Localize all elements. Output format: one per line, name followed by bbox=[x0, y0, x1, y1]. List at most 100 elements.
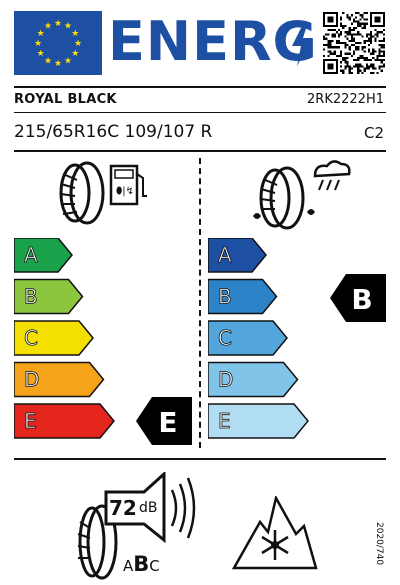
qr-module bbox=[344, 31, 347, 34]
qr-module bbox=[348, 29, 351, 32]
qr-module bbox=[344, 24, 347, 27]
qr-module bbox=[359, 63, 362, 66]
qr-module bbox=[359, 33, 362, 36]
qr-module bbox=[380, 44, 383, 47]
regulation-year: 2020/740 bbox=[372, 522, 386, 578]
qr-module bbox=[331, 52, 334, 55]
noise-class-a: A bbox=[123, 557, 134, 575]
wet-label-b: B bbox=[218, 285, 232, 309]
qr-module bbox=[329, 41, 332, 45]
flag-star: ★ bbox=[37, 49, 45, 59]
qr-module bbox=[335, 39, 338, 42]
qr-module bbox=[357, 63, 360, 66]
qr-module bbox=[372, 52, 375, 55]
qr-module bbox=[363, 22, 366, 25]
qr-module bbox=[350, 33, 353, 36]
flag-star: ★ bbox=[64, 22, 72, 32]
qr-module bbox=[323, 48, 326, 51]
qr-module bbox=[342, 59, 345, 62]
qr-module bbox=[357, 20, 360, 23]
qr-module bbox=[365, 12, 368, 15]
qr-module bbox=[380, 39, 383, 42]
qr-module bbox=[365, 33, 368, 36]
qr-module bbox=[363, 24, 366, 27]
qr-module bbox=[340, 33, 343, 36]
qr-module bbox=[357, 71, 360, 74]
flag-star: ★ bbox=[54, 19, 62, 29]
flag-star: ★ bbox=[64, 56, 72, 66]
qr-module bbox=[340, 24, 343, 27]
qr-module bbox=[344, 35, 347, 38]
qr-module bbox=[365, 63, 368, 66]
qr-module bbox=[350, 39, 353, 42]
qr-module bbox=[370, 31, 373, 34]
qr-module bbox=[344, 52, 347, 55]
flag-star: ★ bbox=[37, 29, 45, 39]
qr-module bbox=[355, 41, 358, 45]
qr-module bbox=[355, 33, 358, 36]
energy-title-text: ENERG bbox=[108, 10, 318, 73]
flag-star: ★ bbox=[71, 29, 79, 39]
qr-module bbox=[382, 33, 385, 36]
qr-module bbox=[329, 44, 332, 47]
qr-module bbox=[355, 16, 358, 19]
qr-module bbox=[346, 61, 349, 64]
brand-name: ROYAL BLACK bbox=[14, 92, 117, 107]
qr-module bbox=[363, 67, 366, 70]
qr-module bbox=[352, 52, 356, 55]
qr-module bbox=[342, 69, 345, 72]
qr-module bbox=[367, 39, 371, 42]
fuel-arrow-e bbox=[14, 403, 115, 439]
qr-code-icon[interactable] bbox=[323, 12, 385, 74]
qr-module bbox=[346, 33, 349, 36]
qr-module bbox=[346, 16, 349, 19]
qr-module bbox=[370, 33, 373, 36]
row-divider bbox=[14, 112, 386, 113]
qr-module bbox=[363, 18, 366, 21]
qr-module bbox=[376, 35, 379, 38]
qr-module bbox=[359, 56, 362, 60]
qr-module bbox=[329, 52, 332, 55]
qr-module bbox=[372, 63, 375, 66]
qr-module bbox=[348, 16, 351, 19]
qr-module bbox=[372, 65, 375, 68]
qr-module bbox=[348, 52, 351, 55]
qr-module bbox=[382, 59, 385, 62]
qr-module bbox=[378, 44, 381, 47]
qr-module bbox=[352, 33, 356, 36]
qr-module bbox=[359, 14, 362, 17]
qr-module bbox=[348, 26, 351, 30]
qr-module bbox=[352, 37, 356, 40]
fuel-rating-letter: E bbox=[158, 406, 177, 439]
qr-module bbox=[346, 65, 349, 68]
qr-module bbox=[348, 31, 351, 34]
qr-module bbox=[378, 31, 381, 34]
rain-cloud-tyre-icon bbox=[253, 160, 351, 230]
noise-class-b: B bbox=[133, 552, 150, 576]
qr-module bbox=[370, 63, 373, 66]
qr-module bbox=[363, 46, 366, 49]
qr-module bbox=[355, 12, 358, 15]
qr-module bbox=[376, 59, 379, 62]
qr-module bbox=[365, 18, 368, 21]
noise-unit: dB bbox=[139, 500, 158, 516]
qr-module bbox=[327, 39, 330, 42]
tyre-size: 215/65R16C 109/107 R bbox=[14, 122, 213, 142]
qr-module bbox=[329, 46, 332, 49]
qr-module bbox=[352, 26, 356, 30]
qr-module bbox=[335, 54, 338, 57]
regulation-year-text: 2020/740 bbox=[374, 522, 384, 566]
fuel-rating-badge: E bbox=[136, 397, 192, 445]
svg-text:⬮|↯: ⬮|↯ bbox=[116, 186, 134, 197]
qr-module bbox=[359, 65, 362, 68]
qr-module bbox=[380, 46, 383, 49]
wet-arrow-c bbox=[208, 320, 288, 356]
qr-module bbox=[340, 65, 343, 68]
qr-module bbox=[333, 50, 336, 53]
qr-module bbox=[348, 71, 351, 74]
qr-module bbox=[340, 22, 343, 25]
qr-module bbox=[335, 46, 338, 49]
qr-module bbox=[361, 65, 364, 68]
fuel-pump-tyre-icon: ⬮|↯ bbox=[59, 161, 147, 225]
qr-module bbox=[365, 65, 368, 68]
